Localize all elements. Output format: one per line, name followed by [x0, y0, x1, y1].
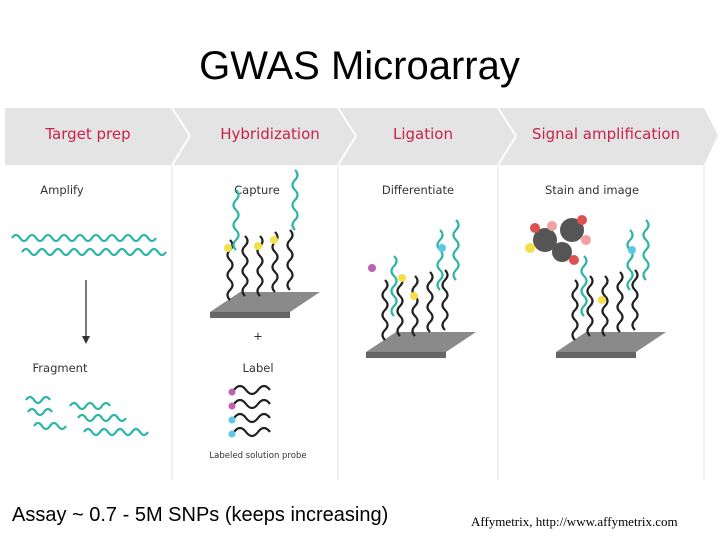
amplify-label: Amplify: [40, 183, 84, 197]
labeled-solution-probe-caption: Labeled solution probe: [209, 451, 306, 461]
slide-title: GWAS Microarray: [199, 44, 520, 88]
stain-complex-icon: [525, 215, 591, 265]
step-header-target-prep: Target prep: [44, 125, 130, 143]
capture-label: Capture: [234, 183, 280, 197]
capture-array-icon: [210, 168, 320, 318]
header-band: [5, 108, 718, 165]
source-credit: Affymetrix, http://www.affymetrix.com: [471, 514, 678, 529]
gwas-workflow-diagram: Target prep Hybridization Ligation Signa…: [5, 107, 718, 480]
fragment-label: Fragment: [33, 361, 88, 375]
assay-note: Assay ~ 0.7 - 5M SNPs (keeps increasing): [12, 504, 389, 526]
ligation-array-icon: [366, 218, 476, 358]
amplified-dna-icon: [10, 233, 168, 257]
labeled-probes-icon: [228, 384, 271, 438]
chevron-divider: [497, 107, 518, 166]
step-header-signal-amplification: Signal amplification: [532, 125, 680, 143]
chevron-divider: [171, 107, 192, 166]
step-header-hybridization: Hybridization: [220, 125, 320, 143]
signal-array-icon: [525, 215, 666, 358]
label-label: Label: [242, 361, 273, 375]
plus-sign: +: [253, 329, 263, 343]
stain-and-image-label: Stain and image: [545, 183, 639, 197]
step-header-ligation: Ligation: [393, 125, 453, 143]
dna-fragments-icon: [25, 395, 149, 437]
differentiate-label: Differentiate: [382, 183, 454, 197]
chevron-divider: [337, 107, 358, 166]
